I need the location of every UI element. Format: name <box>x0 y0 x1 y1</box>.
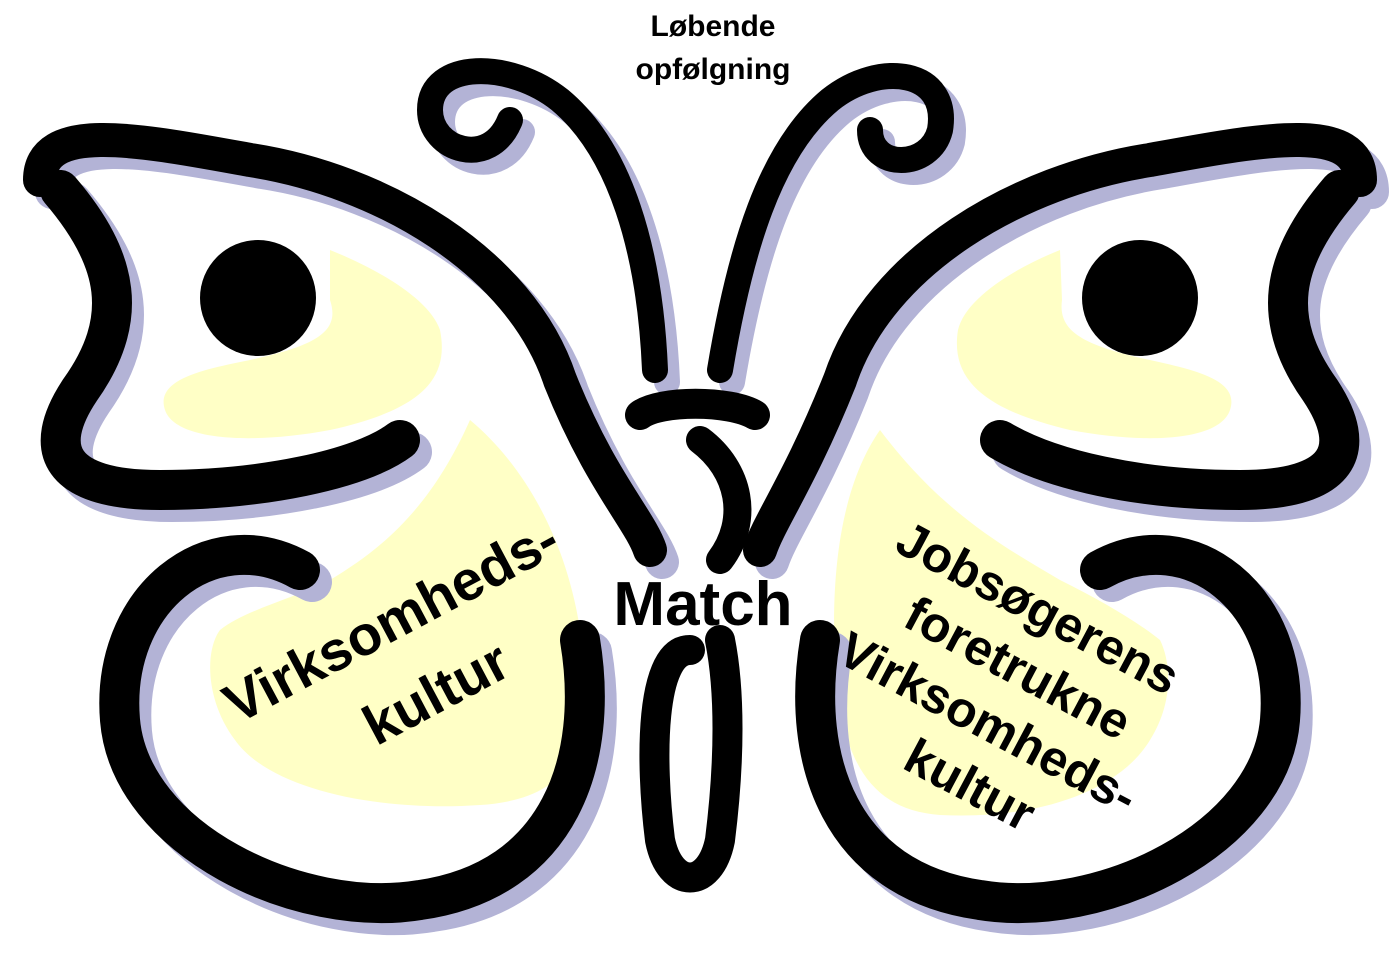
top-label-line2: opfølgning <box>636 53 791 86</box>
center-label: Match <box>613 570 792 639</box>
body-upper <box>700 440 737 560</box>
wing-fills <box>164 250 1232 816</box>
top-label-line1: Løbende <box>651 10 776 43</box>
body-head <box>640 404 755 415</box>
body-lower <box>654 640 727 878</box>
right-wing-spot <box>1082 240 1198 356</box>
butterfly-outline <box>40 71 1360 903</box>
left-wing-spot <box>200 240 316 356</box>
